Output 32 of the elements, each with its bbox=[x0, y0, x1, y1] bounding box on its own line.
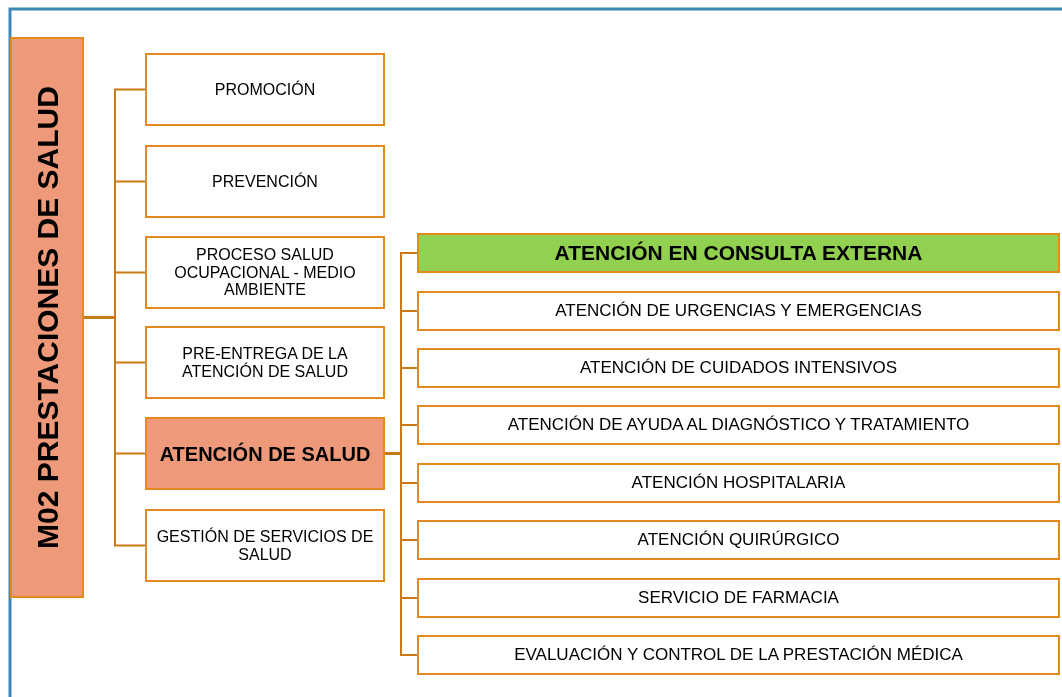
box-label: ATENCIÓN DE SALUD bbox=[158, 442, 372, 465]
process-box bbox=[145, 509, 385, 582]
process-box bbox=[145, 326, 385, 399]
subprocess-box bbox=[417, 520, 1060, 560]
subprocess-box bbox=[417, 578, 1060, 618]
box-label: GESTIÓN DE SERVICIOS DE SALUD bbox=[155, 527, 375, 564]
process-box bbox=[145, 53, 385, 126]
box-label: ATENCIÓN QUIRÚRGICO bbox=[636, 530, 841, 550]
box-label: ATENCIÓN DE CUIDADOS INTENSIVOS bbox=[578, 358, 899, 378]
process-box bbox=[145, 417, 385, 490]
subprocess-box bbox=[417, 635, 1060, 675]
box-label: PRE-ENTREGA DE LA ATENCIÓN DE SALUD bbox=[181, 344, 349, 381]
connector-line bbox=[83, 316, 146, 547]
box-label: PROCESO SALUD OCUPACIONAL - MEDIO AMBIENTE bbox=[173, 246, 357, 299]
box-label: PROMOCIÓN bbox=[213, 80, 317, 99]
process-box bbox=[145, 236, 385, 309]
subprocess-box bbox=[417, 463, 1060, 503]
box-label: SERVICIO DE FARMACIA bbox=[637, 588, 840, 608]
box-label: ATENCIÓN DE URGENCIAS Y EMERGENCIAS bbox=[554, 301, 923, 321]
root-box bbox=[10, 37, 84, 598]
subprocess-box bbox=[417, 233, 1060, 273]
process-box bbox=[145, 145, 385, 218]
box-label: EVALUACIÓN Y CONTROL DE LA PRESTACIÓN MÉDICA bbox=[513, 645, 964, 665]
box-label: ATENCIÓN DE AYUDA AL DIAGNÓSTICO Y TRATAMIENTO bbox=[506, 415, 971, 435]
subprocess-box bbox=[417, 405, 1060, 445]
box-label: ATENCIÓN EN CONSULTA EXTERNA bbox=[553, 241, 924, 265]
vertical-title: M02 PRESTACIONES DE SALUD bbox=[30, 86, 64, 549]
subprocess-box bbox=[417, 348, 1060, 388]
subprocess-box bbox=[417, 291, 1060, 331]
connector-line bbox=[384, 452, 418, 656]
box-label: PREVENCIÓN bbox=[211, 172, 319, 191]
box-label: ATENCIÓN HOSPITALARIA bbox=[630, 473, 847, 493]
